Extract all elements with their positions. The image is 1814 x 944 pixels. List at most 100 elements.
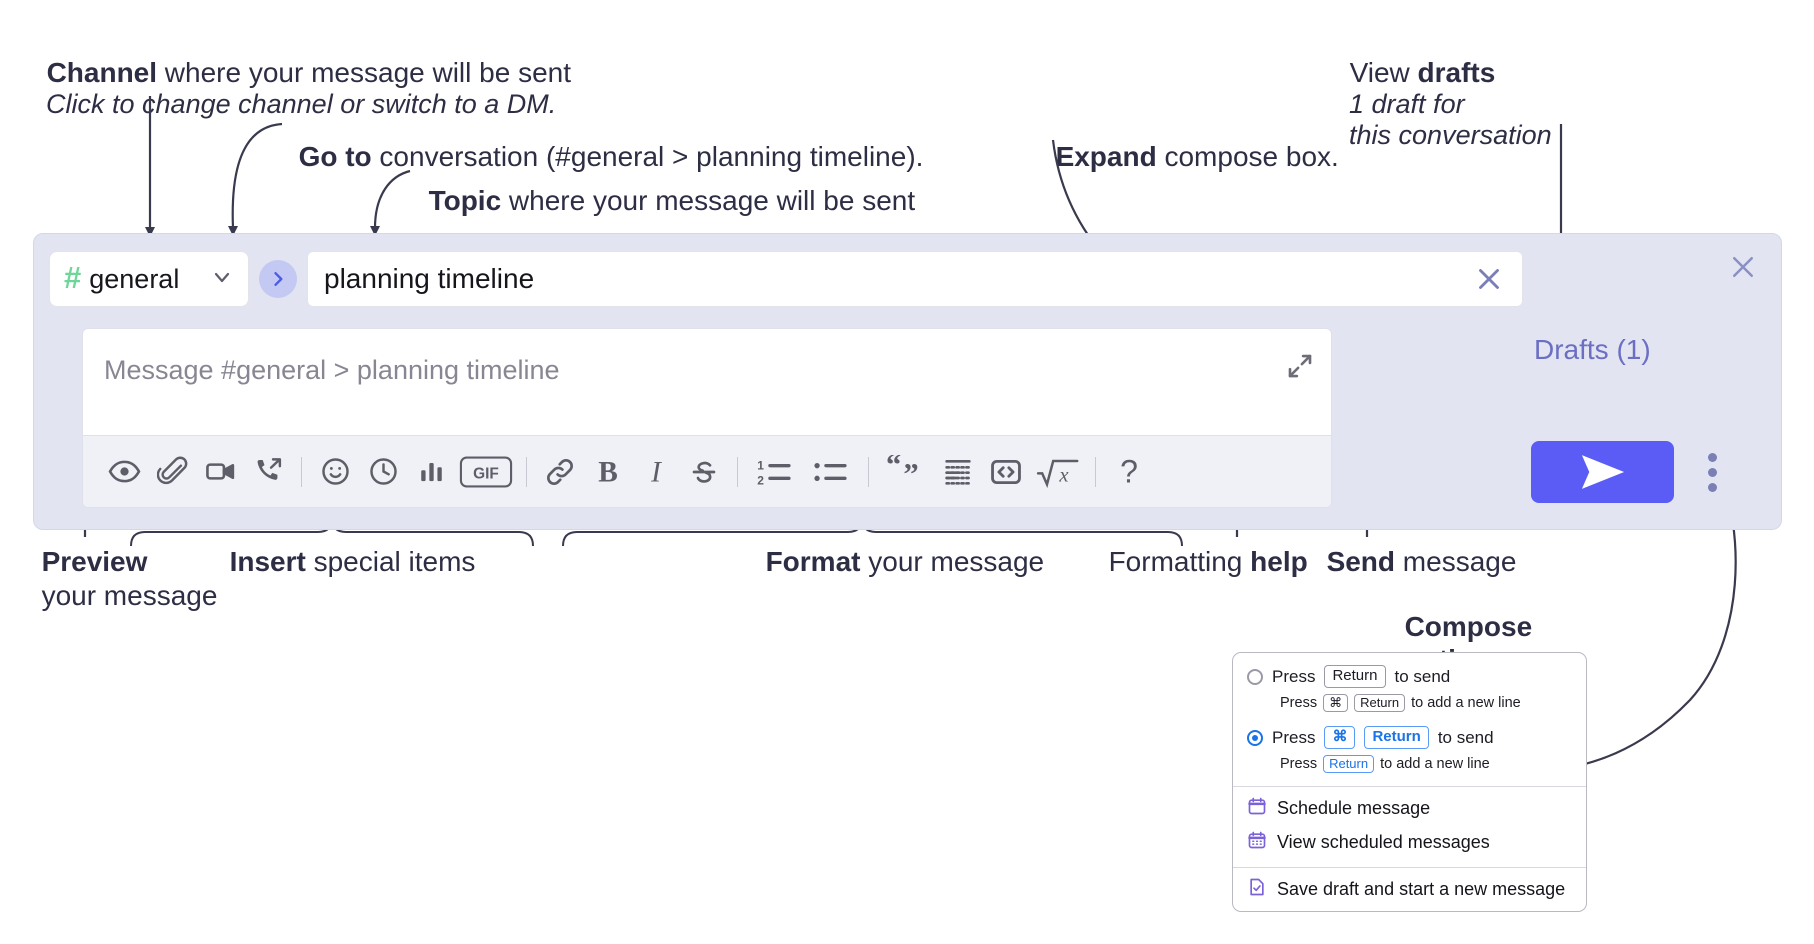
close-panel-icon[interactable] xyxy=(1728,252,1758,287)
annotation-send-bold: Send xyxy=(1326,546,1396,578)
annotation-help-lead: Formatting xyxy=(1108,546,1251,578)
annotation-insert-bold: Insert xyxy=(229,546,306,578)
gif-label: GIF xyxy=(473,465,499,482)
italic-icon[interactable]: I xyxy=(632,448,680,496)
help-label: ? xyxy=(1120,456,1138,488)
annotation-expand-bold: Expand xyxy=(1055,141,1157,173)
menu-divider xyxy=(1233,786,1586,787)
annotation-channel-rest: where your message will be sent xyxy=(157,57,572,89)
radio-selected[interactable] xyxy=(1247,729,1263,746)
annotation-channel-sub: Click to change channel or switch to a D… xyxy=(31,55,556,121)
compose-panel: # general planning timeline Message #gen… xyxy=(33,233,1782,530)
option2-suffix: to send xyxy=(1437,727,1494,747)
gif-icon[interactable]: GIF xyxy=(455,448,517,496)
annotation-compose-options-1: Compose xyxy=(1389,576,1533,644)
annotation-drafts-italic2: this conversation xyxy=(1349,119,1552,150)
annotation-drafts-italic1: 1 draft for xyxy=(1349,88,1465,119)
menu-item-label: View scheduled messages xyxy=(1277,832,1490,852)
option1-press: Press xyxy=(1272,666,1316,686)
annotation-drafts: View drafts xyxy=(1334,22,1496,90)
option2-sub-suffix: to add a new line xyxy=(1380,756,1490,772)
annotation-channel: Channel where your message will be sent xyxy=(31,22,571,90)
option2-key-return: Return xyxy=(1364,726,1429,749)
menu-option-cmd-return-to-send[interactable]: Press ⌘ Return to send xyxy=(1233,724,1586,751)
option2-sub-key-return: Return xyxy=(1323,754,1375,774)
annotation-preview-rest: your message xyxy=(41,580,218,612)
option1-sub-suffix: to add a new line xyxy=(1411,695,1521,711)
topic-value: planning timeline xyxy=(324,263,535,294)
menu-option-return-sub: Press ⌘ Return to add a new line xyxy=(1233,690,1586,716)
clear-topic-icon[interactable] xyxy=(1472,262,1506,296)
menu-item-view-scheduled[interactable]: View scheduled messages xyxy=(1233,830,1586,864)
annotation-send: Send message xyxy=(1311,511,1517,579)
formatting-help-icon[interactable]: ? xyxy=(1105,448,1153,496)
menu-item-label: Save draft and start a new message xyxy=(1277,879,1566,899)
annotation-channel-italic: Click to change channel or switch to a D… xyxy=(46,88,557,119)
math-icon[interactable]: x xyxy=(1030,448,1086,496)
annotation-topic-bold: Topic xyxy=(428,185,502,217)
annotation-drafts-bold: drafts xyxy=(1417,57,1496,89)
strikethrough-icon[interactable] xyxy=(680,448,728,496)
preview-eye-icon[interactable] xyxy=(100,448,148,496)
italic-label: I xyxy=(650,456,662,488)
annotation-preview: Preview xyxy=(26,511,148,579)
bold-label: B xyxy=(598,456,618,488)
annotation-format: Format your message xyxy=(750,511,1045,579)
annotation-topic-rest: where your message will be sent xyxy=(501,185,916,217)
annotation-help-bold: help xyxy=(1250,546,1308,578)
annotation-format-rest: your message xyxy=(860,546,1045,578)
annotation-drafts-sub1: 1 draft for xyxy=(1334,55,1465,121)
blockquote-icon[interactable]: “ ” xyxy=(878,448,934,496)
chevron-down-icon[interactable] xyxy=(210,265,234,294)
svg-text:“: “ xyxy=(886,455,901,482)
option1-suffix: to send xyxy=(1394,666,1451,686)
save-draft-icon xyxy=(1247,877,1267,902)
radio-unselected[interactable] xyxy=(1247,668,1263,685)
channel-selector[interactable]: # general xyxy=(49,251,249,307)
kebab-dot xyxy=(1708,468,1717,477)
channel-name: general xyxy=(89,263,180,294)
code-block-icon[interactable] xyxy=(934,448,982,496)
annotation-compose-options-bold1: Compose xyxy=(1404,611,1533,643)
bulleted-list-icon[interactable] xyxy=(803,448,859,496)
menu-option-return-to-send[interactable]: Press Return to send xyxy=(1233,663,1586,690)
kebab-dot xyxy=(1708,453,1717,462)
go-to-conversation-button[interactable] xyxy=(259,260,297,298)
emoji-icon[interactable] xyxy=(311,448,359,496)
menu-item-save-draft[interactable]: Save draft and start a new message xyxy=(1233,868,1586,911)
svg-text:x: x xyxy=(1058,464,1068,486)
compose-options-dropdown: Press Return to send Press ⌘ Return to a… xyxy=(1232,652,1587,912)
attachment-paperclip-icon[interactable] xyxy=(148,448,196,496)
clock-icon[interactable] xyxy=(359,448,407,496)
topic-input[interactable]: planning timeline xyxy=(307,251,1523,307)
video-camera-icon[interactable] xyxy=(196,448,244,496)
annotation-format-bold: Format xyxy=(765,546,861,578)
call-icon[interactable] xyxy=(244,448,292,496)
annotation-preview-sub: your message xyxy=(26,545,218,613)
annotation-goto-rest: conversation (#general > planning timeli… xyxy=(371,141,924,173)
poll-bar-chart-icon[interactable] xyxy=(407,448,455,496)
menu-item-schedule-message[interactable]: Schedule message xyxy=(1233,787,1586,830)
menu-item-label: Schedule message xyxy=(1277,798,1431,818)
annotation-expand: Expand compose box. xyxy=(1040,106,1339,174)
topic-row: # general planning timeline xyxy=(49,251,1523,307)
bold-icon[interactable]: B xyxy=(584,448,632,496)
message-placeholder: Message #general > planning timeline xyxy=(104,355,560,385)
drafts-link[interactable]: Drafts (1) xyxy=(1534,334,1651,365)
hash-icon: # xyxy=(64,260,82,295)
send-button[interactable] xyxy=(1531,441,1674,503)
link-icon[interactable] xyxy=(536,448,584,496)
annotation-preview-bold: Preview xyxy=(41,546,148,578)
compose-options-menu-button[interactable] xyxy=(1708,453,1717,492)
expand-compose-icon[interactable] xyxy=(1285,351,1315,386)
option1-sub-key-cmd: ⌘ xyxy=(1323,693,1349,713)
annotation-goto: Go to conversation (#general > planning … xyxy=(283,106,924,174)
toolbar-separator xyxy=(737,456,738,487)
ordered-list-icon[interactable]: 1 2 xyxy=(747,448,803,496)
inline-code-icon[interactable] xyxy=(982,448,1030,496)
annotation-help: Formatting help xyxy=(1093,511,1308,579)
annotation-expand-rest: compose box. xyxy=(1156,141,1339,173)
toolbar-separator xyxy=(868,456,869,487)
message-input-area[interactable]: Message #general > planning timeline xyxy=(82,328,1332,508)
annotation-insert: Insert special items xyxy=(214,511,476,579)
